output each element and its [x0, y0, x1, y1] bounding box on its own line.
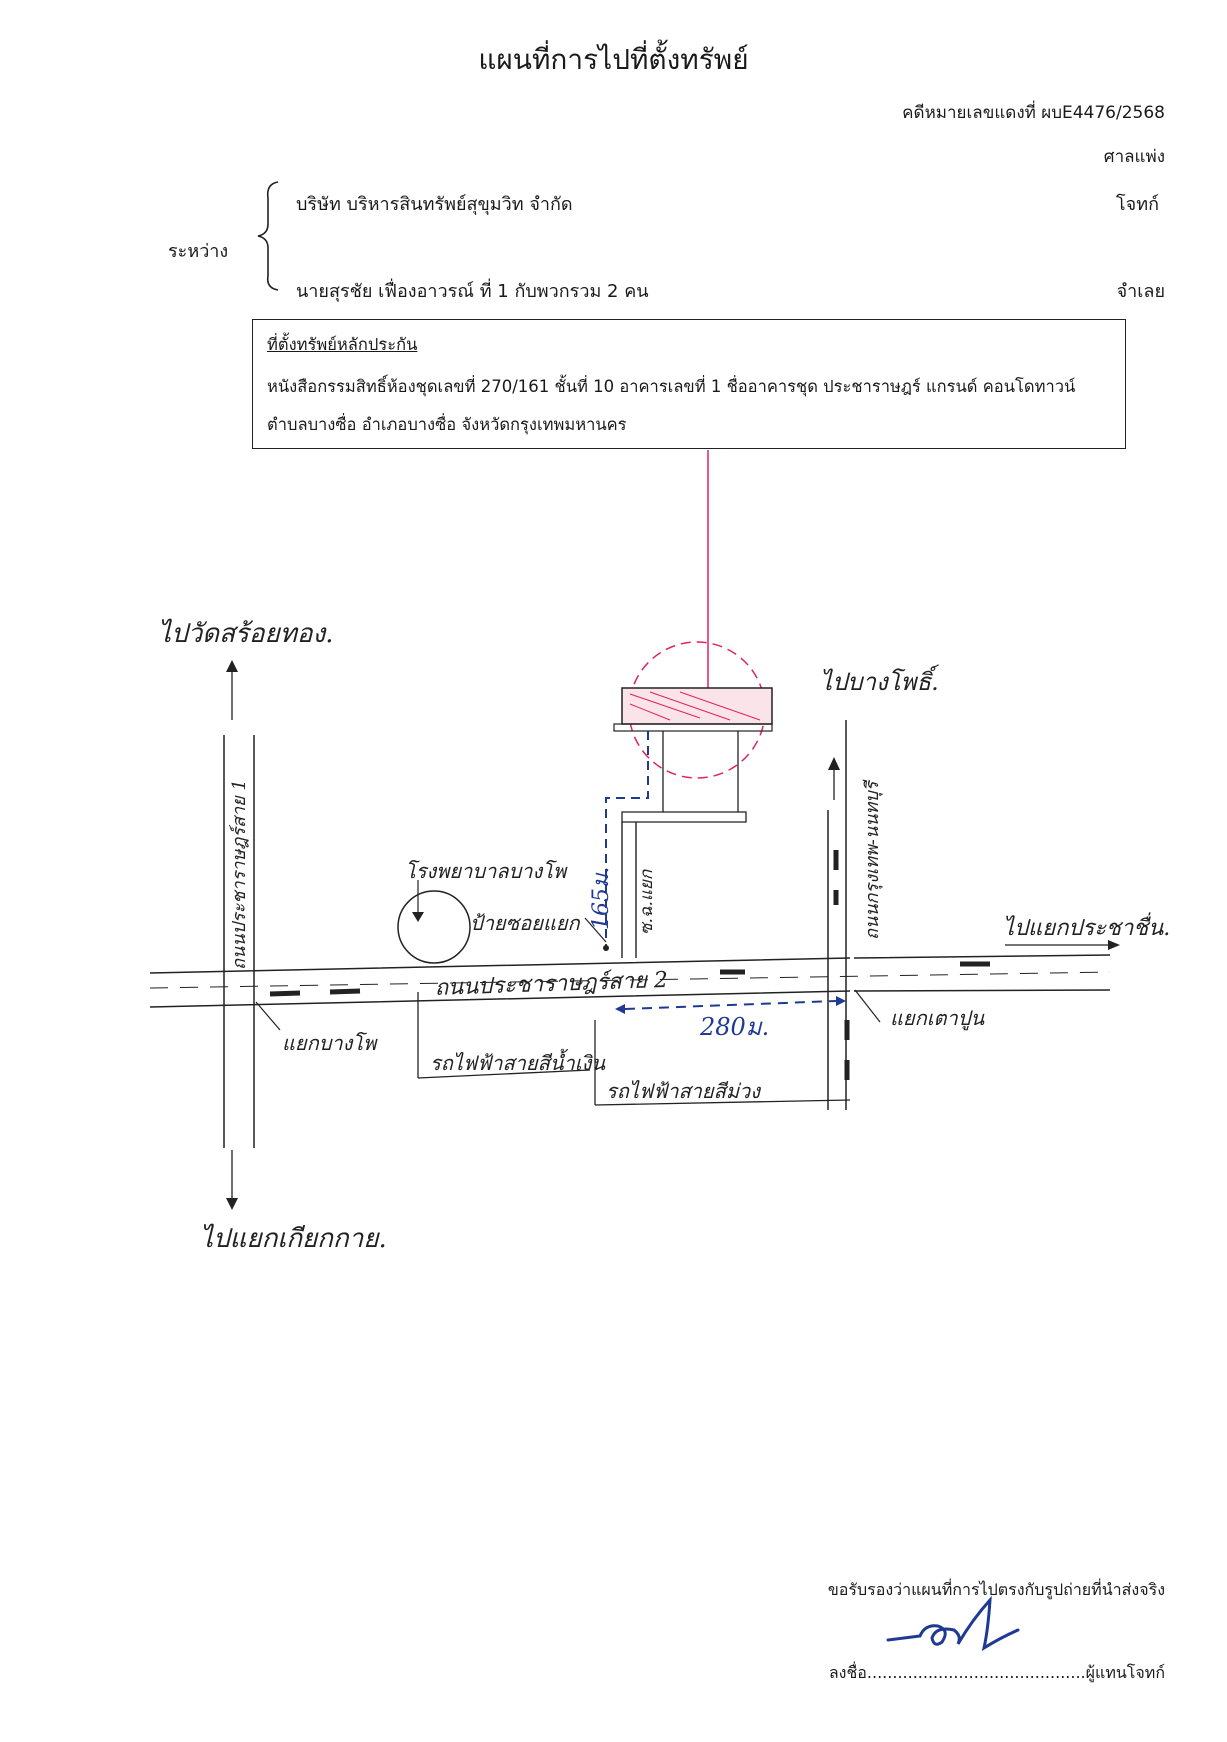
hospital-circle [397, 890, 471, 964]
label-road-east: ถนนกรุงเทพ-นนทบุรี [862, 779, 883, 940]
sign-suffix: ผู้แทนโจทก์ [1085, 1663, 1165, 1682]
collateral-line-1: หนังสือกรรมสิทธิ์ห้องชุดเลขที่ 270/161 ช… [267, 377, 1076, 396]
label-to-east: ไปแยกประชาชื่น. [1003, 912, 1170, 941]
label-hospital: โรงพยาบาลบางโพ [405, 859, 568, 883]
certify-text: ขอรับรองว่าแผนที่การไปตรงกับรูปถ่ายที่นำ… [827, 1580, 1165, 1599]
plaintiff-name: บริษัท บริหารสินทรัพย์สุขุมวิท จำกัด [296, 194, 573, 215]
plaintiff-role: โจทก์ [1116, 194, 1159, 215]
defendant-role: จำเลย [1116, 281, 1165, 302]
case-number: คดีหมายเลขแดงที่ ผบE4476/2568 [902, 103, 1165, 123]
sign-prefix: ลงชื่อ [828, 1663, 867, 1682]
east-arrow-icon [1108, 940, 1120, 950]
page-title: แผนที่การไปที่ตั้งทรัพย์ [478, 43, 749, 76]
defendant-name: นายสุรชัย เฟื่องอาวรณ์ ที่ 1 กับพวกรวม 2… [296, 281, 649, 302]
label-dist-road: 280ม. [699, 1013, 769, 1041]
northeast-arrow-icon [828, 757, 840, 770]
collateral-line-2: ตำบลบางซื่อ อำเภอบางซื่อ จังหวัดกรุงเทพม… [267, 415, 627, 434]
main-road-east [853, 954, 1111, 992]
label-mrt-blue: รถไฟฟ้าสายสีน้ำเงิน [430, 1048, 606, 1075]
between-label: ระหว่าง [168, 241, 229, 262]
court-name: ศาลแพ่ง [1103, 147, 1165, 167]
hospital-arrow-icon [412, 912, 424, 922]
sign-dots: ........................................… [866, 1663, 1086, 1682]
collateral-heading: ที่ตั้งทรัพย์หลักประกัน [267, 335, 418, 354]
brace-icon [257, 181, 279, 291]
distance-dashed [624, 1000, 837, 1010]
south-arrow-icon [226, 1198, 238, 1210]
label-junction-taopoon: แยกเตาปูน [890, 1006, 985, 1031]
label-junction-bangpho: แยกบางโพ [282, 1031, 378, 1055]
building-access [621, 731, 747, 823]
rail-markers [269, 850, 990, 1080]
label-mrt-purple: รถไฟฟ้าสายสีม่วง [606, 1079, 761, 1103]
signature-row: ลงชื่อ..................................… [829, 1661, 1165, 1686]
label-to-south: ไปแยกเกียกกาย. [200, 1223, 387, 1254]
condo-building [621, 687, 773, 725]
collateral-box: ที่ตั้งทรัพย์หลักประกัน หนังสือกรรมสิทธิ… [252, 319, 1126, 449]
label-soi: ซ.ฉ.แยก [637, 869, 657, 935]
label-to-north-west: ไปวัดสร้อยทอง. [158, 618, 333, 649]
north-arrow-icon [226, 660, 238, 672]
label-to-north-east: ไปบางโพธิ์. [820, 664, 939, 696]
label-road-west: ถนนประชาราษฎร์สาย 1 [229, 779, 250, 970]
label-sign: ป้ายซอยแยก [470, 911, 581, 935]
main-road [149, 957, 851, 1008]
route-dashed [605, 731, 649, 948]
building-hatch [629, 691, 761, 721]
label-dist-soi: 165ม. [589, 867, 614, 931]
signature-image [886, 1595, 1020, 1652]
